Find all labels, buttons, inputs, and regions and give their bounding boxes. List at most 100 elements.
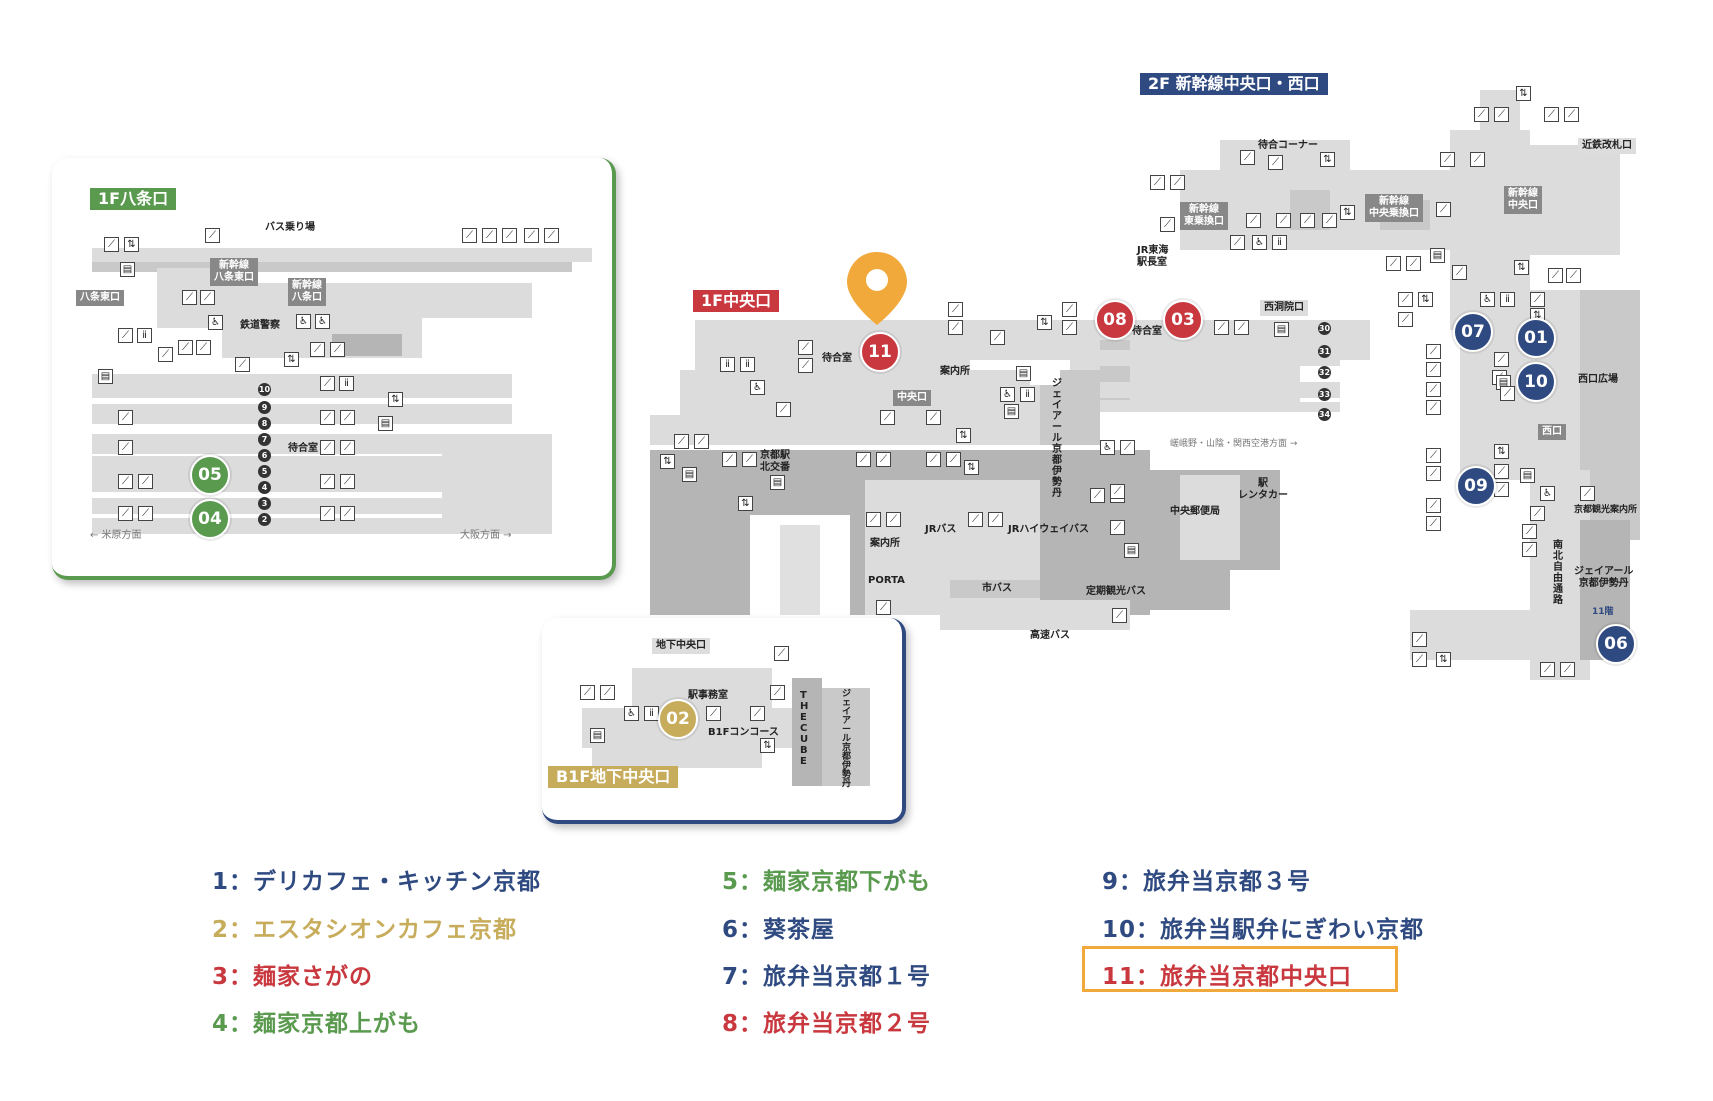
label-waiting-west: 待合室 <box>1132 326 1162 337</box>
wheelchair-icon: ♿ <box>1480 292 1495 307</box>
escalator-icon: ⟋ <box>1110 520 1125 535</box>
escalator-icon: ⟋ <box>1426 516 1441 531</box>
escalator-icon: ⟋ <box>118 506 133 521</box>
marker-03[interactable]: 03 <box>1163 300 1203 340</box>
marker-04[interactable]: 04 <box>190 499 230 539</box>
escalator-icon: ⟋ <box>196 340 211 355</box>
escalator-icon: ⟋ <box>1276 213 1291 228</box>
escalator-icon: ⟋ <box>866 512 881 527</box>
second-floor-plan <box>1180 90 1640 680</box>
escalator-icon: ⟋ <box>1090 488 1105 503</box>
escalator-icon: ⟋ <box>1062 320 1077 335</box>
escalator-icon: ⟋ <box>1530 506 1545 521</box>
escalator-icon: ⟋ <box>1494 482 1509 497</box>
label-the-cube: THE CUBE <box>800 690 809 767</box>
escalator-icon: ⟋ <box>946 452 961 467</box>
escalator-icon: ⟋ <box>320 440 335 455</box>
label-waiting-central: 待合室 <box>822 353 852 364</box>
escalator-icon: ⟋ <box>1426 362 1441 377</box>
marker-11[interactable]: 11 <box>860 332 900 372</box>
escalator-icon: ⟋ <box>1548 268 1563 283</box>
escalator-icon: ⟋ <box>1436 202 1451 217</box>
marker-07[interactable]: 07 <box>1453 312 1493 352</box>
escalator-icon: ⟋ <box>990 330 1005 345</box>
escalator-icon: ⟋ <box>1398 292 1413 307</box>
label-rental-car: 駅 レンタカー <box>1238 478 1288 501</box>
label-b1-concourse: B1Fコンコース <box>708 727 779 738</box>
escalator-icon: ⟋ <box>1544 107 1559 122</box>
label-hachijo-east: 八条東口 <box>76 290 124 306</box>
label-b1-isetan: ジェイアール京都伊勢丹 <box>842 689 852 789</box>
wheelchair-icon: ♿ <box>624 706 639 721</box>
escalator-icon: ⟋ <box>340 440 355 455</box>
escalator-icon: ⟋ <box>1412 652 1427 667</box>
escalator-icon: ⟋ <box>1246 213 1261 228</box>
wheelchair-icon: ♿ <box>296 314 311 329</box>
escalator-icon: ⟋ <box>118 410 133 425</box>
label-bus: バス乗り場 <box>265 222 315 233</box>
coin-locker-icon: ▤ <box>1274 322 1289 337</box>
marker-06[interactable]: 06 <box>1596 624 1636 664</box>
elevator-icon: ⇅ <box>956 428 971 443</box>
label-jr-highway-bus: JRハイウェイバス <box>1008 524 1090 535</box>
track-number: 10 <box>258 383 271 396</box>
elevator-icon: ⇅ <box>1516 86 1531 101</box>
floor-tag-1f-hachijo: 1F八条口 <box>90 188 177 210</box>
escalator-icon: ⟋ <box>1426 382 1441 397</box>
legend-item-9: 9：旅弁当京都３号 <box>1102 869 1312 895</box>
escalator-icon: ⟋ <box>1580 486 1595 501</box>
coin-locker-icon: ▤ <box>98 369 113 384</box>
escalator-icon: ⟋ <box>750 706 765 721</box>
track-number: 6 <box>258 449 271 462</box>
track-number: 9 <box>258 401 271 414</box>
marker-08[interactable]: 08 <box>1095 300 1135 340</box>
legend-item-7: 7：旅弁当京都１号 <box>722 964 932 990</box>
restroom-icon: ⅱ <box>740 357 755 372</box>
track-number: 34 <box>1318 408 1331 421</box>
escalator-icon: ⟋ <box>1426 344 1441 359</box>
marker-10[interactable]: 10 <box>1516 362 1556 402</box>
coin-locker-icon: ▤ <box>1520 468 1535 483</box>
label-jiyu-tsuro: 南北自由通路 <box>1553 540 1563 606</box>
escalator-icon: ⟋ <box>876 452 891 467</box>
escalator-icon: ⟋ <box>340 474 355 489</box>
label-maibara: ← 米原方面 <box>90 530 142 541</box>
escalator-icon: ⟋ <box>948 302 963 317</box>
restroom-icon: ⅱ <box>1272 235 1287 250</box>
escalator-icon: ⟋ <box>798 340 813 355</box>
legend-item-11: 11：旅弁当京都中央口 <box>1102 964 1353 990</box>
label-info-central: 案内所 <box>940 366 970 377</box>
coin-locker-icon: ▤ <box>1016 366 1031 381</box>
label-shinkansen-hachijo: 新幹線 八条口 <box>288 278 326 306</box>
escalator-icon: ⟋ <box>310 342 325 357</box>
escalator-icon: ⟋ <box>1170 175 1185 190</box>
escalator-icon: ⟋ <box>886 512 901 527</box>
marker-05[interactable]: 05 <box>190 455 230 495</box>
marker-02[interactable]: 02 <box>658 699 698 739</box>
escalator-icon: ⟋ <box>502 228 517 243</box>
escalator-icon: ⟋ <box>1426 466 1441 481</box>
escalator-icon: ⟋ <box>1160 217 1175 232</box>
coin-locker-icon: ▤ <box>1124 543 1139 558</box>
escalator-icon: ⟋ <box>544 228 559 243</box>
escalator-icon: ⟋ <box>1440 152 1455 167</box>
escalator-icon: ⟋ <box>1566 268 1581 283</box>
label-shinkansen-east-transfer: 新幹線 東乗換口 <box>1180 202 1228 230</box>
escalator-icon: ⟋ <box>798 358 813 373</box>
marker-01[interactable]: 01 <box>1516 318 1556 358</box>
escalator-icon: ⟋ <box>200 290 215 305</box>
label-nishi-hiroba: 西口広場 <box>1578 374 1618 385</box>
escalator-icon: ⟋ <box>1268 155 1283 170</box>
escalator-icon: ⟋ <box>1412 632 1427 647</box>
floor-tag-b1: B1F地下中央口 <box>548 766 679 788</box>
escalator-icon: ⟋ <box>774 646 789 661</box>
escalator-icon: ⟋ <box>1426 448 1441 463</box>
marker-09[interactable]: 09 <box>1456 466 1496 506</box>
elevator-icon: ⇅ <box>1418 292 1433 307</box>
track-number: 5 <box>258 465 271 478</box>
escalator-icon: ⟋ <box>1560 662 1575 677</box>
escalator-icon: ⟋ <box>320 410 335 425</box>
escalator-icon: ⟋ <box>205 228 220 243</box>
elevator-icon: ♿ <box>1100 440 1115 455</box>
label-koban: 京都駅 北交番 <box>760 450 790 473</box>
